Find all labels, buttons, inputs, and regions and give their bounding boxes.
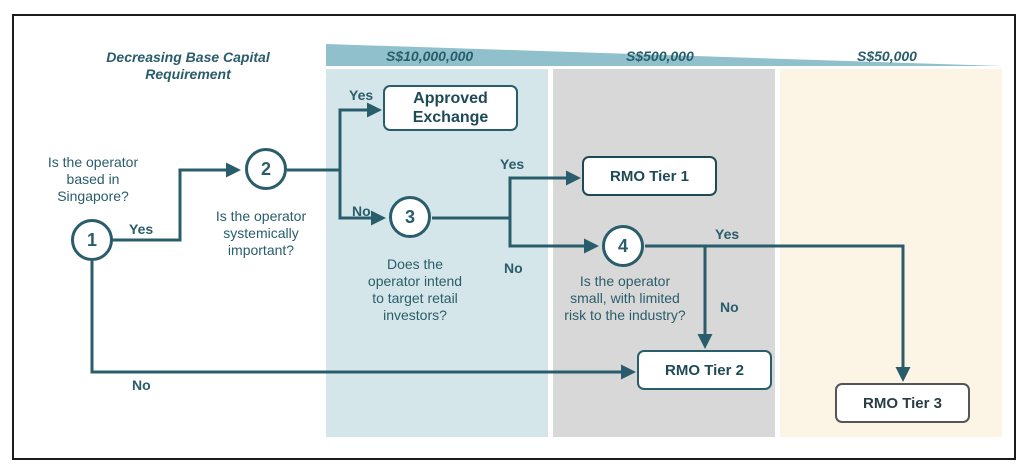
capital-wedge — [326, 44, 1002, 66]
outcome-rmo-tier-1: RMO Tier 1 — [582, 156, 717, 196]
outcome-rmo-tier-3: RMO Tier 3 — [835, 383, 970, 423]
question-1: Is the operator based in Singapore? — [47, 154, 139, 204]
edge-q3-no — [508, 218, 599, 254]
amount-high: S$10,000,000 — [386, 48, 474, 64]
label-q1-yes: Yes — [129, 221, 154, 237]
outcome-approved-exchange: Approved Exchange — [383, 85, 518, 131]
outcome-rmo-tier-2: RMO Tier 2 — [637, 350, 772, 390]
label-q4-yes: Yes — [715, 226, 740, 242]
amount-low: S$50,000 — [857, 48, 917, 64]
node-3-circle: 3 — [389, 196, 431, 238]
question-2: Is the operator systemically important? — [215, 208, 307, 258]
band-low-capital — [780, 69, 1002, 437]
label-q3-no: No — [504, 260, 523, 276]
capital-title: Decreasing Base Capital Requirement — [106, 49, 270, 82]
edge-q4-yes — [645, 244, 911, 382]
node-2-number: 2 — [260, 158, 271, 179]
node-4-circle: 4 — [602, 225, 644, 267]
label-q2-yes: Yes — [349, 87, 374, 103]
node-3-number: 3 — [404, 206, 415, 227]
label-q3-yes: Yes — [500, 156, 525, 172]
label-q1-no: No — [132, 377, 151, 393]
node-2-circle: 2 — [245, 148, 287, 190]
edge-q3-yes — [508, 170, 581, 218]
node-4-number: 4 — [617, 235, 628, 256]
question-4: Is the operator small, with limited risk… — [564, 273, 686, 323]
node-1-number: 1 — [86, 229, 97, 250]
question-3: Does the operator intend to target retai… — [367, 256, 463, 323]
amount-mid: S$500,000 — [626, 48, 694, 64]
label-q2-no: No — [352, 203, 371, 219]
label-q4-no: No — [720, 299, 739, 315]
edge-q1-no — [90, 261, 636, 380]
edge-q2-no — [338, 170, 386, 226]
edge-q1-yes — [112, 162, 241, 242]
edge-q2-yes — [338, 102, 382, 170]
node-1-circle: 1 — [71, 219, 113, 261]
